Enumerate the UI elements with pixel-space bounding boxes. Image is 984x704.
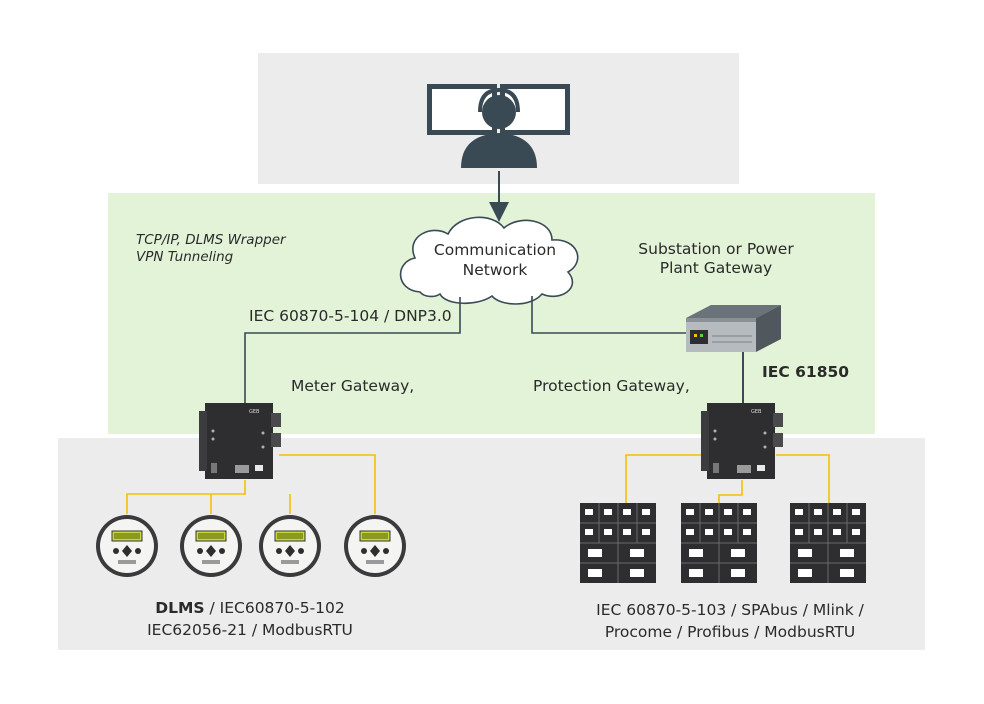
switchgear-cabinet-icon	[680, 502, 758, 584]
cloud-label-line2: Network	[462, 261, 528, 279]
plant-gateway-label-line2: Plant Gateway	[659, 259, 773, 277]
cloud-label-line1: Communication	[433, 241, 557, 259]
energy-meter-icon	[95, 514, 159, 578]
plant-gateway-label: Substation or Power Plant Gateway	[618, 240, 814, 278]
iec104-dnp3-label: IEC 60870-5-104 / DNP3.0	[249, 307, 452, 325]
relay-protocols-label: IEC 60870-5-103 / SPAbus / Mlink / Proco…	[560, 599, 900, 643]
cloud-label: Communication Network	[420, 240, 570, 280]
cloud-icon	[399, 216, 579, 305]
energy-meter-icon	[343, 514, 407, 578]
iec61850-label: IEC 61850	[762, 363, 850, 381]
link-cloud-to-meter-gateway	[244, 297, 461, 403]
tunneling-label-line1: TCP/IP, DLMS Wrapper	[136, 232, 286, 248]
relay-protocols-line1: IEC 60870-5-103 / SPAbus / Mlink /	[596, 601, 864, 619]
link-cloud-to-plant-gateway	[531, 296, 700, 334]
protection-gateway-device-icon	[701, 403, 783, 479]
switchgear-cabinet-icon	[789, 502, 867, 584]
meter-gateway-label: Meter Gateway,	[291, 377, 415, 395]
meter-bus-links	[126, 454, 376, 514]
protection-gateway-label: Protection Gateway,	[533, 377, 690, 395]
meter-gateway-device-icon	[199, 403, 281, 479]
meter-protocols-label: DLMS / IEC60870-5-102 IEC62056-21 / Modb…	[100, 597, 400, 641]
energy-meter-icon	[179, 514, 243, 578]
relay-protocols-line2: Procome / Profibus / ModbusRTU	[604, 623, 856, 641]
rack-server-icon	[686, 305, 781, 352]
meter-protocols-line2: IEC62056-21 / ModbusRTU	[147, 621, 353, 639]
relay-bus-links	[625, 454, 830, 503]
energy-meter-icon	[258, 514, 322, 578]
tunneling-label-line2: VPN Tunneling	[136, 249, 234, 265]
meter-protocols-line1: / IEC60870-5-102	[204, 599, 345, 617]
plant-gateway-label-line1: Substation or Power	[638, 240, 794, 258]
dlms-label: DLMS	[155, 599, 205, 617]
operator-workstation-icon	[427, 84, 570, 168]
switchgear-cabinet-icon	[579, 502, 657, 584]
